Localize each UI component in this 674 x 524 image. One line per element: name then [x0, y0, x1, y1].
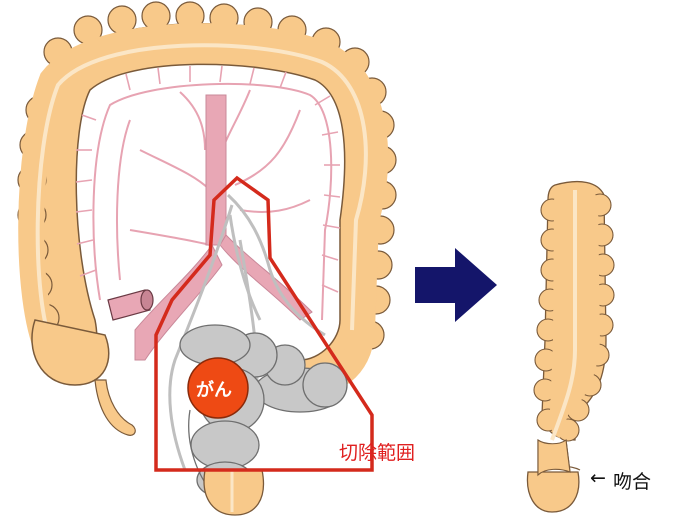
cecum [31, 319, 110, 386]
appendix [94, 379, 136, 436]
resection-boundary [154, 175, 374, 472]
ileum-stump [107, 289, 154, 321]
right-arrow-icon [415, 248, 497, 322]
rectum [203, 469, 264, 516]
resection-range-label: 切除範囲 [339, 442, 416, 464]
anastomosis-arrow: ← [590, 467, 606, 489]
anastomosis-label: 吻合 [613, 471, 652, 493]
large-intestine [17, 1, 397, 436]
tumor-label: がん [196, 380, 232, 401]
tumor [187, 357, 249, 419]
mesenteric-vessels [75, 65, 341, 321]
remaining-colon [526, 181, 615, 513]
